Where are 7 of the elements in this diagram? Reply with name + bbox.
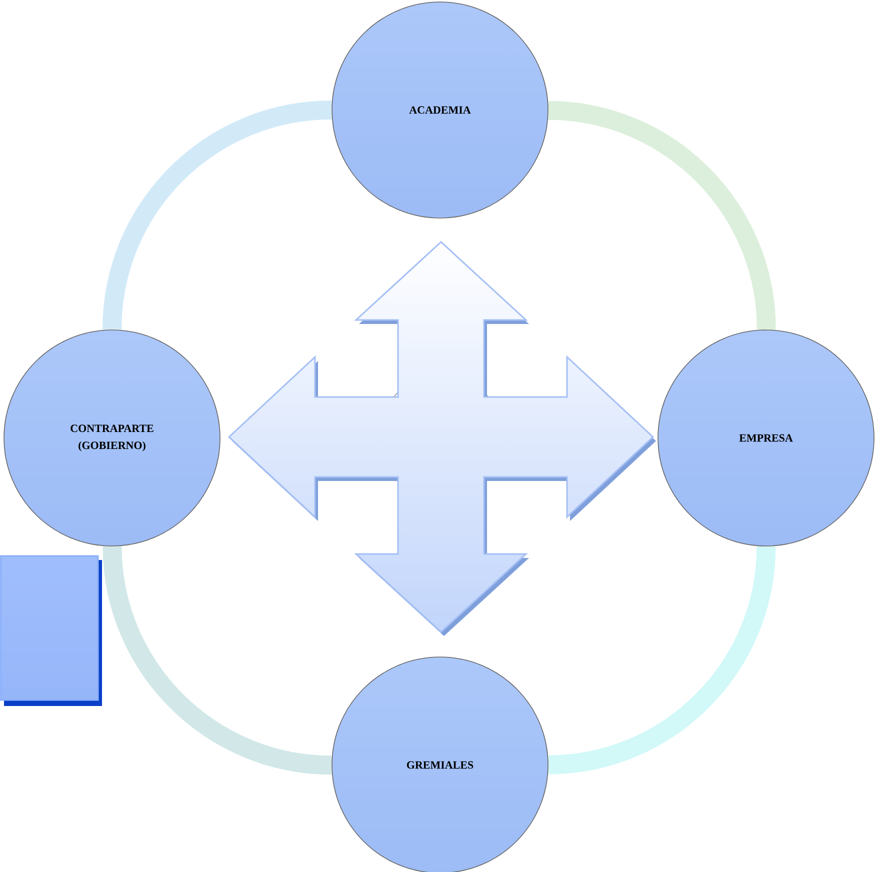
circle-node: ACADEMIA xyxy=(332,2,548,218)
ring-arc xyxy=(102,100,332,330)
circle-node: EMPRESA xyxy=(658,330,874,546)
ring-arc xyxy=(548,100,776,330)
ring-arc xyxy=(548,546,776,774)
circle-node: CONTRAPARTE (GOBIERNO) xyxy=(4,330,220,546)
ring-arc xyxy=(102,546,332,775)
